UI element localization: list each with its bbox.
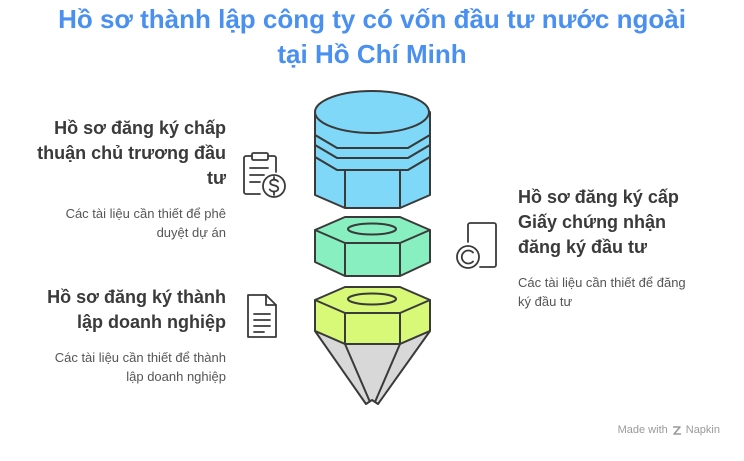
item-enterprise-dossier: Hồ sơ đăng ký thành lập doanh nghiệp Các…: [20, 285, 226, 386]
item-certificate-heading-line: Giấy chứng nhận: [518, 212, 667, 232]
item-investment-certificate-dossier: Hồ sơ đăng ký cấp Giấy chứng nhận đăng k…: [518, 185, 728, 311]
made-with-label: Made with: [617, 424, 668, 436]
item-approval-heading-line: tư: [206, 168, 226, 188]
item-approval-heading: Hồ sơ đăng ký chấp thuận chủ trương đầu …: [20, 116, 226, 191]
item-certificate-heading: Hồ sơ đăng ký cấp Giấy chứng nhận đăng k…: [518, 185, 728, 260]
item-approval-desc-line: Các tài liệu cần thiết để phê: [65, 206, 226, 221]
middle-nut-shape: [314, 216, 431, 277]
item-enterprise-heading-line: lập doanh nghiệp: [77, 312, 226, 332]
item-enterprise-heading: Hồ sơ đăng ký thành lập doanh nghiệp: [20, 285, 226, 335]
napkin-logo-icon: [672, 425, 681, 435]
clipboard-dollar-icon: [243, 152, 286, 198]
item-enterprise-desc-line: lập doanh nghiệp: [126, 369, 226, 384]
item-enterprise-heading-line: Hồ sơ đăng ký thành: [47, 287, 226, 307]
title-line-1: Hồ sơ thành lập công ty có vốn đầu tư nư…: [58, 4, 686, 34]
item-enterprise-desc-line: Các tài liệu cần thiết để thành: [54, 350, 226, 365]
item-approval-heading-line: thuận chủ trương đầu: [37, 143, 226, 163]
bottom-nut-shape: [314, 286, 431, 345]
item-approval-description: Các tài liệu cần thiết để phê duyệt dự á…: [20, 204, 226, 242]
napkin-brand-label: Napkin: [685, 424, 720, 436]
item-certificate-desc-line: ký đầu tư: [518, 294, 573, 309]
made-with-napkin-footer[interactable]: Made with Napkin: [618, 424, 720, 436]
cone-tip-shape: [314, 330, 431, 405]
item-enterprise-description: Các tài liệu cần thiết để thành lập doan…: [20, 348, 226, 386]
certificate-document-icon: [456, 222, 497, 269]
item-certificate-desc-line: Các tài liệu cần thiết để đăng: [518, 275, 686, 290]
page-title: Hồ sơ thành lập công ty có vốn đầu tư nư…: [0, 2, 744, 72]
top-cylinder-shape: [314, 90, 431, 209]
title-line-2: tại Hồ Chí Minh: [277, 39, 467, 69]
item-certificate-heading-line: đăng ký đầu tư: [518, 237, 648, 257]
item-approval-desc-line: duyệt dự án: [156, 225, 226, 240]
item-certificate-heading-line: Hồ sơ đăng ký cấp: [518, 187, 679, 207]
text-document-icon: [247, 294, 277, 338]
item-approval-heading-line: Hồ sơ đăng ký chấp: [54, 118, 226, 138]
item-approval-dossier: Hồ sơ đăng ký chấp thuận chủ trương đầu …: [20, 116, 226, 242]
item-certificate-description: Các tài liệu cần thiết để đăng ký đầu tư: [518, 273, 728, 311]
